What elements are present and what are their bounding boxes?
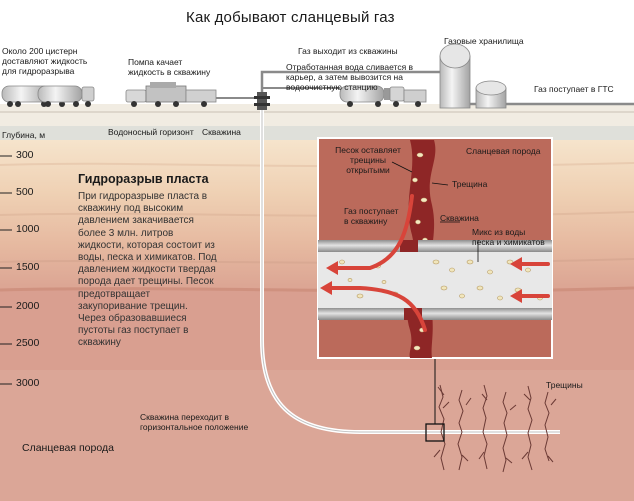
inset-label-well: Скважина	[440, 213, 479, 223]
pump-truck	[125, 82, 217, 107]
depth-tick-label: 1000	[16, 223, 40, 235]
frac-heading: Гидроразрыв пласта	[78, 172, 209, 186]
label-well: Скважина	[202, 127, 241, 137]
inset-label-mix: Микс из воды песка и химикатов	[472, 227, 545, 247]
page-title: Как добывают сланцевый газ	[186, 9, 395, 26]
inset-label-gas-in: Газ поступает в скважину	[344, 206, 399, 226]
label-pump: Помпа качает жидкость в скважину	[128, 57, 211, 77]
inset-panel	[317, 137, 553, 359]
label-gts: Газ поступает в ГТС	[534, 84, 614, 94]
wellhead	[254, 92, 270, 110]
label-aquifer: Водоносный горизонт	[108, 127, 194, 137]
depth-tick-label: 2500	[16, 337, 40, 349]
wellbore	[260, 110, 560, 434]
label-storage: Газовые хранилища	[444, 36, 524, 46]
label-waste-water: Отработанная вода сливается в карьер, а …	[286, 62, 414, 92]
aquifer-band	[0, 126, 634, 140]
gas-storage-tanks	[439, 43, 507, 109]
depth-tick-label: 3000	[16, 377, 40, 389]
ground-surface	[0, 104, 634, 126]
label-gas-out: Газ выходит из скважины	[298, 46, 398, 56]
label-cisterns: Около 200 цистерн доставляют жидкость дл…	[2, 46, 88, 76]
depth-tick-label: 2000	[16, 300, 40, 312]
label-horizontal: Скважина переходит в горизонтальное поло…	[140, 412, 249, 432]
shale-lower	[0, 370, 634, 501]
label-shale-bottom: Сланцевая порода	[22, 442, 114, 454]
inset-label-sand: Песок оставляет трещины открытыми	[335, 145, 401, 175]
inset-label-crack: Трещина	[452, 179, 488, 189]
label-depth: Глубина, м	[2, 130, 46, 140]
depth-tick-label: 1500	[16, 261, 40, 273]
tanker-truck-2	[37, 85, 95, 107]
depth-tick-label: 300	[16, 149, 34, 161]
depth-tick-label: 500	[16, 186, 34, 198]
inset-label-shale: Сланцевая порода	[466, 146, 541, 156]
label-cracks-bottom: Трещины	[546, 380, 583, 390]
wastewater-truck	[339, 85, 427, 107]
fracture-lines	[433, 384, 557, 473]
frac-description: При гидроразрыве пласта в скважину под в…	[78, 191, 217, 349]
depth-scale	[0, 155, 12, 385]
